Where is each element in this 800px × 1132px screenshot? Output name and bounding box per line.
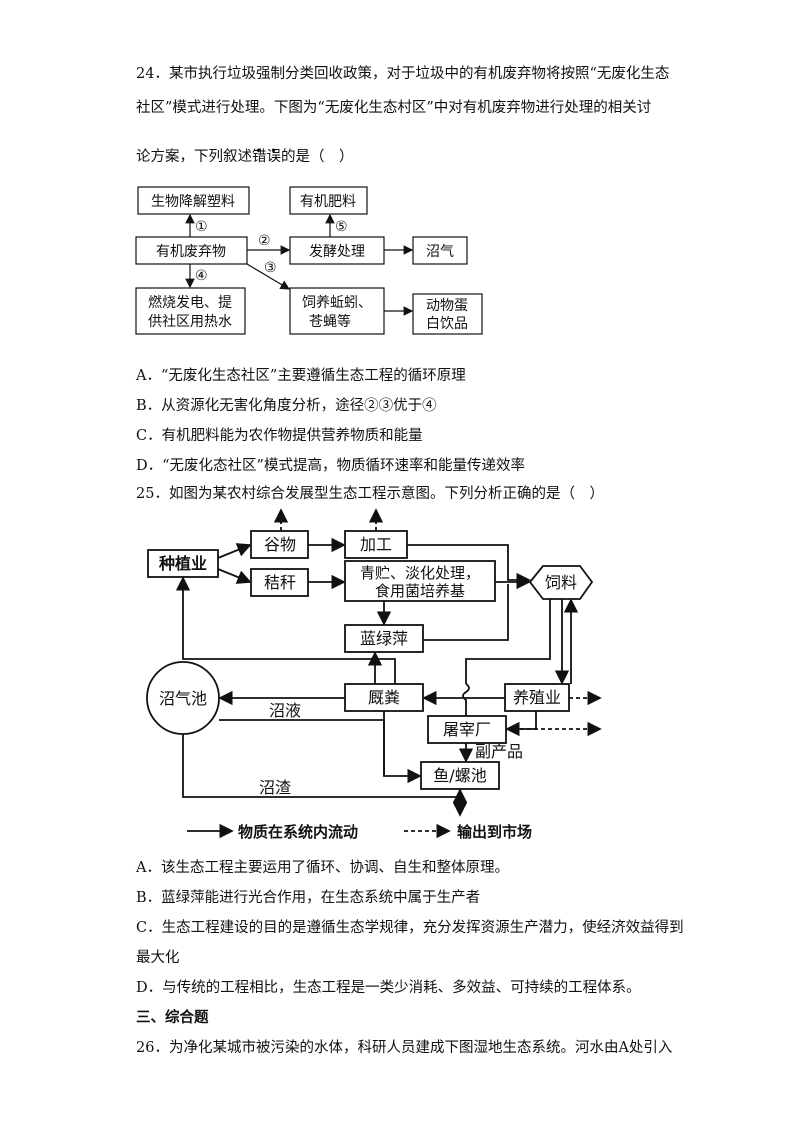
label-slurry: 沼液	[269, 701, 301, 720]
q25-option-a: A．该生态工程主要运用了循环、协调、自生和整体原理。	[136, 860, 509, 876]
label-burn-1: 燃烧发电、提	[148, 294, 232, 311]
label-n5: ⑤	[335, 219, 348, 235]
q24-option-a: A．“无废化生态社区”主要遵循生态工程的循环原理	[136, 368, 466, 384]
label-organic-waste: 有机废弃物	[156, 244, 226, 260]
q25-stem: 25．如图为某农村综合发展型生态工程示意图。下列分析正确的是（ ）	[136, 486, 604, 502]
q24-option-b: B．从资源化无害化角度分析，途径②③优于④	[136, 398, 437, 414]
label-n4: ④	[195, 268, 208, 284]
q25-option-c: C．生态工程建设的目的是遵循生态学规律，充分发挥资源生产潜力，使经济效益得到	[136, 920, 684, 936]
q26-line1: 26．为净化某城市被污染的水体，科研人员建成下图湿地生态系统。河水由A处引入	[136, 1040, 673, 1056]
label-bio-plastic: 生物降解塑料	[151, 194, 235, 210]
label-biogas-pool: 沼气池	[159, 689, 207, 708]
q24-line3-emph: 错误	[252, 149, 281, 165]
label-azolla: 蓝绿萍	[360, 629, 408, 648]
q24-option-c: C．有机肥料能为农作物提供营养物质和能量	[136, 428, 423, 444]
q24-line3: 论方案，下列叙述••错误的是（ ）	[136, 144, 354, 167]
label-slaughter: 屠宰厂	[443, 720, 491, 739]
q25-option-b: B．蓝绿萍能进行光合作用，在生态系统中属于生产者	[136, 890, 481, 906]
label-breeding: 养殖业	[513, 688, 561, 707]
q24-option-d: D．“无废化态社区”模式提高，物质循环速率和能量传递效率	[136, 458, 525, 474]
label-manure: 厩粪	[368, 688, 400, 707]
label-feed-2: 苍蝇等	[309, 313, 351, 330]
box-feed	[528, 565, 594, 600]
label-n1: ①	[195, 219, 208, 235]
q25-option-d: D．与传统的工程相比，生态工程是一类少消耗、多效益、可持续的工程体系。	[136, 980, 641, 996]
label-processing: 加工	[360, 535, 392, 554]
q25-option-c-cont: 最大化	[136, 950, 180, 966]
label-straw: 秸秆	[264, 573, 296, 592]
label-byproduct: 副产品	[475, 742, 523, 761]
q24-line2: 社区”模式进行处理。下图为“无废化生态村区”中对有机废弃物进行处理的相关讨	[136, 100, 652, 116]
legend-dashed-label: 输出到市场	[457, 823, 532, 841]
emphasis-dot-icon: •	[255, 144, 263, 158]
legend-solid-label: 物质在系统内流动	[238, 823, 358, 841]
label-planting: 种植业	[158, 554, 207, 573]
q25-diagram: 种植业 谷物 加工 秸秆 青贮、淡化处理， 食用菌培养基 饲料 蓝绿萍 厩粪 沼…	[146, 508, 602, 841]
arrow-3	[246, 263, 291, 290]
label-protein-2: 白饮品	[426, 316, 468, 332]
label-feed: 饲料	[545, 573, 577, 592]
label-grain: 谷物	[264, 535, 296, 554]
q24-line3-pre: 论方案，下列叙述	[136, 149, 252, 165]
emphasis-dot-icon: •	[270, 144, 278, 158]
label-n2: ②	[258, 233, 271, 249]
label-protein-1: 动物蛋	[426, 298, 468, 314]
q24-line1: 24．某市执行垃圾强制分类回收政策，对于垃圾中的有机废弃物将按照“无废化生态	[136, 66, 670, 82]
section-title: 三、综合题	[136, 1009, 209, 1026]
label-burn-2: 供社区用热水	[148, 314, 232, 330]
label-fish-snail: 鱼/螺池	[433, 766, 486, 785]
q24-line3-post: 的是（ ）	[281, 149, 354, 165]
label-residue: 沼渣	[259, 778, 291, 797]
label-fermentation: 发酵处理	[309, 244, 365, 260]
label-biogas: 沼气	[426, 244, 454, 260]
label-silage-1: 青贮、淡化处理，	[360, 564, 480, 582]
q24-emphasis: • •错误	[252, 144, 281, 165]
q24-diagram: 生物降解塑料 有机肥料 有机废弃物 发酵处理 沼气 燃烧发电、提 供社区用热水 …	[135, 186, 483, 335]
label-feed-1: 饲养蚯蚓、	[302, 295, 372, 311]
label-n3: ③	[264, 260, 277, 276]
label-silage-2: 食用菌培养基	[375, 582, 465, 600]
label-organic-fertilizer: 有机肥料	[300, 194, 356, 210]
